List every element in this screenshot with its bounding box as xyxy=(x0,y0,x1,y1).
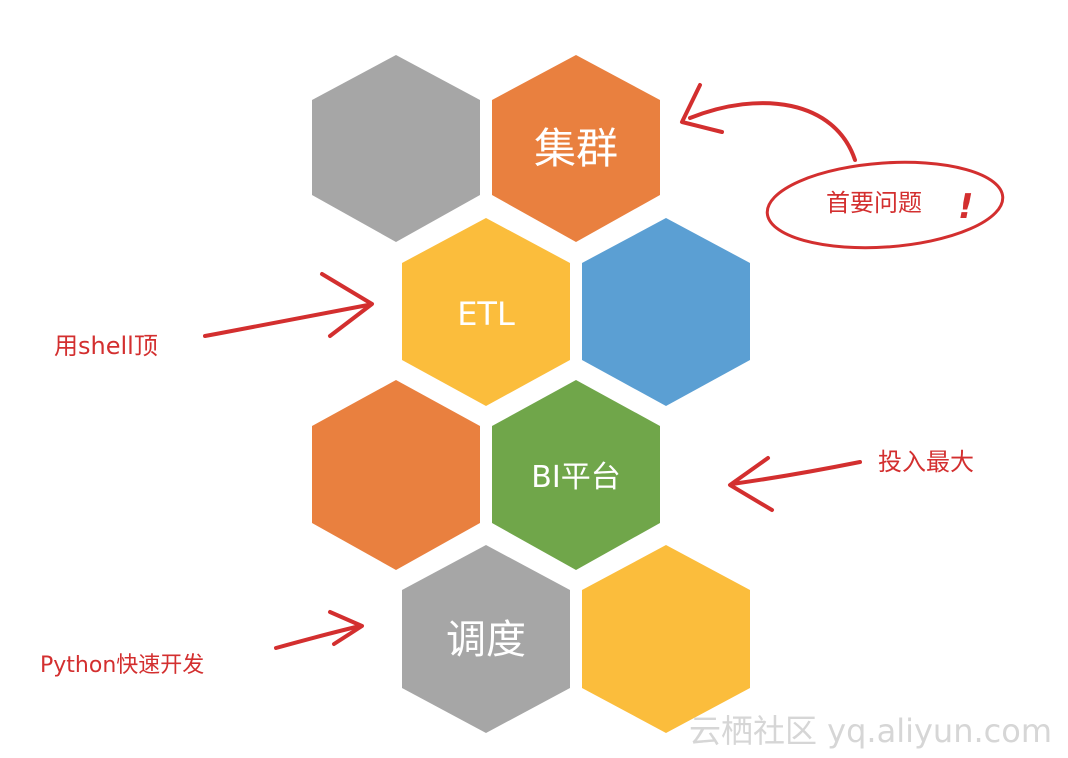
arrow-python xyxy=(274,624,362,650)
arrowhead-python xyxy=(328,610,364,646)
watermark: 云栖社区 yq.aliyun.com xyxy=(689,712,1052,750)
arrowhead-invest xyxy=(728,456,774,512)
hex-orange-mid xyxy=(312,380,480,570)
hex-yellow-bottom xyxy=(582,545,750,733)
arrowhead-shell xyxy=(320,272,374,338)
hex-blue xyxy=(582,218,750,406)
note-python: Python快速开发 xyxy=(40,653,204,678)
annotation-primary-issue: 首要问题 ! xyxy=(680,83,1005,250)
annotation-shell: 用shell顶 xyxy=(54,272,374,360)
hex-scheduling xyxy=(402,545,570,733)
arrowhead-primary-issue xyxy=(680,83,724,134)
hex-gray-top xyxy=(312,55,480,242)
hex-etl xyxy=(402,218,570,406)
hex-bi-platform-label: BI平台 xyxy=(531,460,620,495)
hex-etl-label: ETL xyxy=(457,295,515,333)
note-invest: 投入最大 xyxy=(878,448,974,476)
hex-bi-platform xyxy=(492,380,660,570)
hex-scheduling-label: 调度 xyxy=(446,617,526,663)
circle-primary-issue xyxy=(765,160,1005,250)
arrow-invest xyxy=(730,460,862,486)
arrow-shell xyxy=(203,303,370,338)
annotation-invest: 投入最大 xyxy=(728,448,974,512)
note-shell: 用shell顶 xyxy=(54,332,158,360)
arrow-primary-issue xyxy=(688,101,857,162)
note-exclamation: ! xyxy=(958,187,974,227)
hex-cluster xyxy=(492,55,660,242)
note-primary-issue: 首要问题 xyxy=(826,189,922,217)
annotation-python: Python快速开发 xyxy=(40,610,364,678)
hex-cluster-label: 集群 xyxy=(534,124,618,173)
